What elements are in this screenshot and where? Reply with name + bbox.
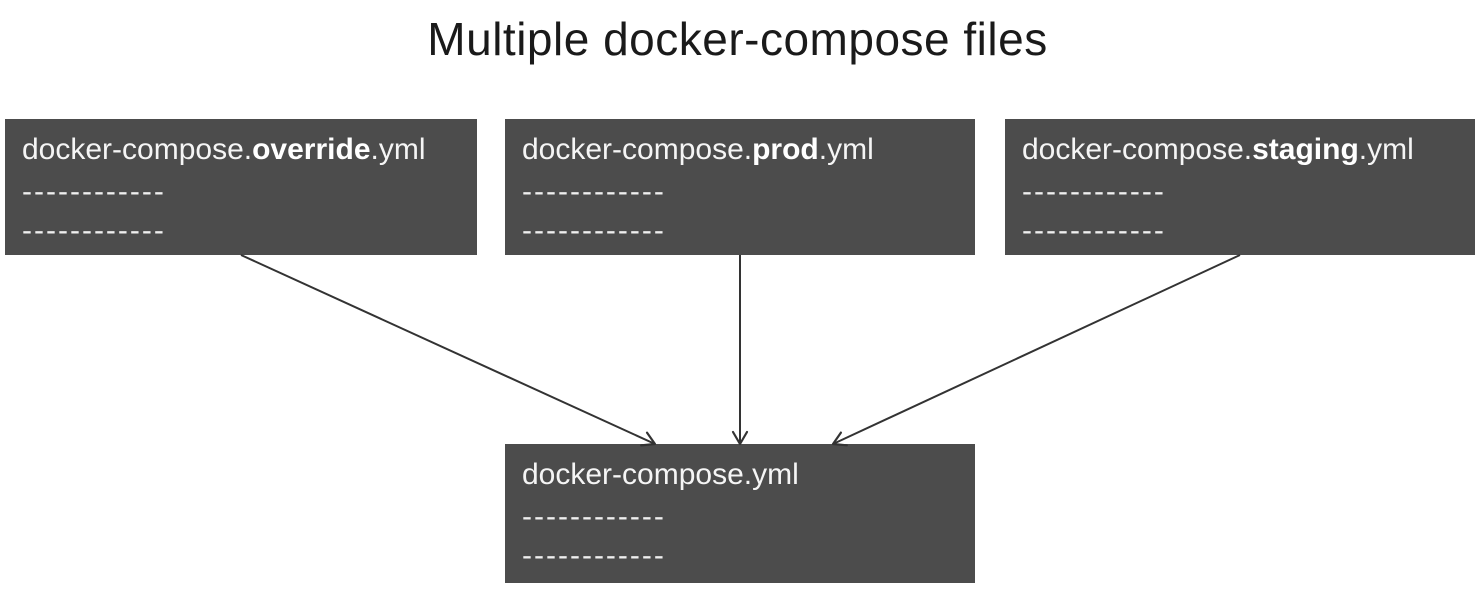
file-name: docker-compose.staging.yml <box>1022 128 1461 172</box>
file-name-prefix: docker-compose. <box>22 133 253 166</box>
file-name-highlight: override <box>252 133 371 166</box>
placeholder-line: ------------ <box>22 214 166 247</box>
placeholder-line: ------------ <box>522 500 666 533</box>
file-name-suffix: .yml <box>370 133 426 166</box>
file-name-highlight: prod <box>752 133 819 166</box>
file-name-prefix: docker-compose. <box>1022 133 1253 166</box>
file-name-highlight: staging <box>1252 133 1359 166</box>
file-name-suffix: .yml <box>818 133 874 166</box>
file-name: docker-compose.override.yml <box>22 128 463 172</box>
diagram-title: Multiple docker-compose files <box>427 13 1048 65</box>
node-docker-compose-yml: docker-compose.yml ------------ --------… <box>505 444 975 583</box>
file-name-prefix: docker-compose. <box>522 133 753 166</box>
arrow-connector <box>240 254 657 447</box>
node-docker-compose-override-yml: docker-compose.override.yml ------------… <box>5 119 477 255</box>
file-name-prefix: docker-compose.yml <box>522 458 799 491</box>
placeholder-line: ------------ <box>1022 175 1166 208</box>
node-docker-compose-prod-yml: docker-compose.prod.yml ------------ ---… <box>505 119 975 255</box>
node-docker-compose-staging-yml: docker-compose.staging.yml ------------ … <box>1005 119 1475 255</box>
file-name: docker-compose.yml <box>522 453 961 497</box>
placeholder-line: ------------ <box>522 175 666 208</box>
placeholder-line: ------------ <box>22 175 166 208</box>
file-name: docker-compose.prod.yml <box>522 128 961 172</box>
placeholder-line: ------------ <box>522 539 666 572</box>
placeholder-line: ------------ <box>1022 214 1166 247</box>
placeholder-line: ------------ <box>522 214 666 247</box>
arrow-connector <box>831 254 1241 447</box>
file-name-suffix: .yml <box>1358 133 1414 166</box>
